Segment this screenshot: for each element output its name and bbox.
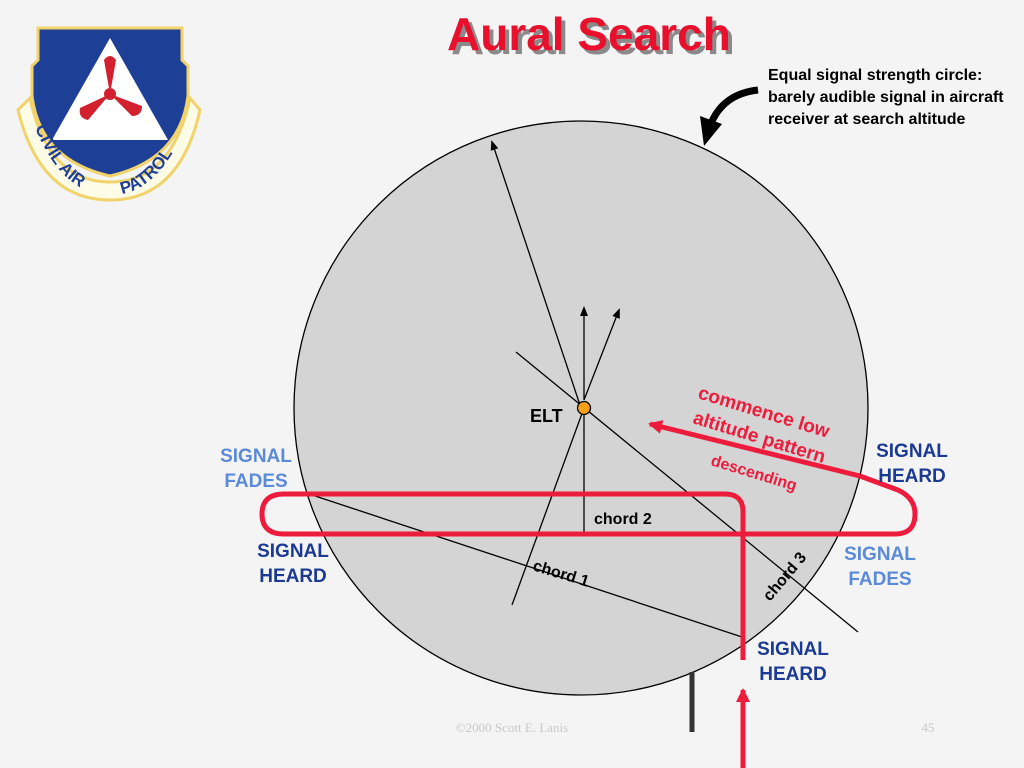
signal-fades-right-1: SIGNAL [844, 544, 916, 565]
elt-label: ELT [530, 406, 563, 426]
signal-heard-bottom-1: SIGNAL [757, 639, 829, 660]
chord2-label: chord 2 [594, 511, 652, 528]
signal-heard-left-1: SIGNAL [257, 541, 329, 562]
signal-fades-left-2: FADES [224, 471, 287, 492]
signal-heard-right-2: HEARD [878, 466, 946, 487]
upper-arrow-line [490, 140, 582, 409]
footer-page-number: 45 [922, 720, 935, 735]
signal-heard-bottom-2: HEARD [759, 664, 827, 685]
logo-ribbon [16, 94, 202, 202]
signal-fades-right-2: FADES [848, 569, 911, 590]
annotation-arrowhead-icon [700, 116, 722, 146]
annotation-line-2: barely audible signal in aircraft [768, 89, 1004, 106]
flight-path-loop [259, 473, 918, 660]
annotation-arrow-icon [706, 86, 759, 128]
annotation-line-1: Equal signal strength circle: [768, 67, 982, 84]
propeller-icon [79, 56, 142, 120]
signal-heard-left-2: HEARD [259, 566, 327, 587]
commence-arrow [648, 420, 861, 479]
elt-lower-left-line [511, 407, 585, 606]
flight-path [259, 420, 918, 660]
elt-marker-icon [576, 400, 592, 416]
signal-heard-right-1: SIGNAL [876, 441, 948, 462]
short-arrow-tilt [583, 308, 620, 401]
annotation-line-3: receiver at search altitude [768, 111, 966, 128]
footer-copyright: ©2000 Scott E. Lanis [456, 720, 568, 735]
page-title: Aural Search [447, 8, 731, 60]
signal-fades-left-1: SIGNAL [220, 446, 292, 467]
chord1-line [302, 491, 743, 638]
civil-air-patrol-logo-icon: CIVIL AIR PATROL [16, 26, 202, 202]
page-title-shadow: Aural Search [451, 12, 735, 64]
